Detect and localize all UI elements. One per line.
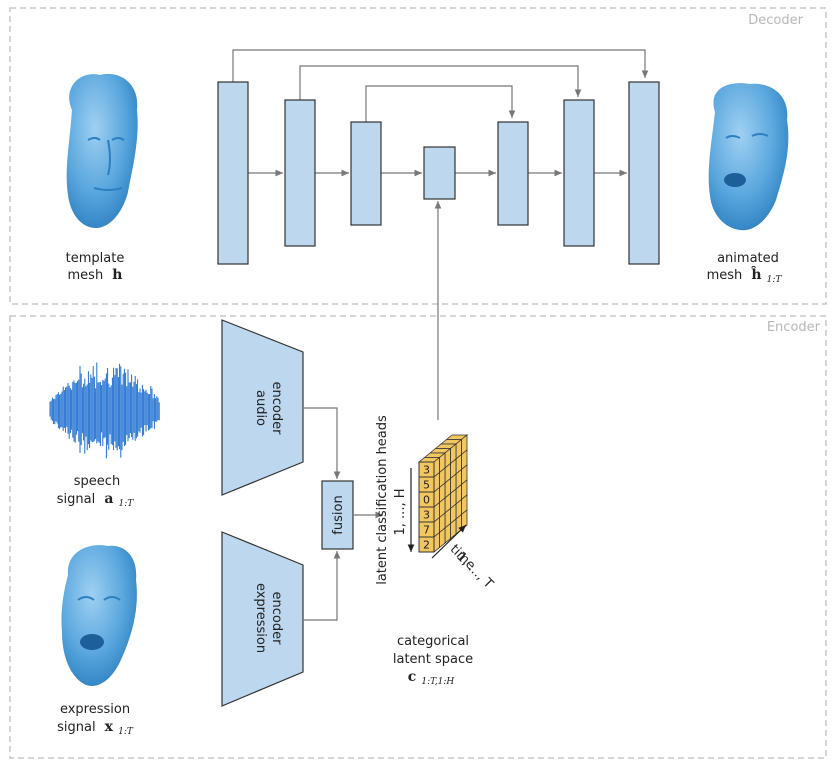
- latent-space-line1: categorical: [397, 634, 469, 649]
- decoder-blocks: [217, 81, 660, 265]
- speech-symbol: a: [104, 491, 113, 507]
- cube-digit: 0: [423, 494, 430, 507]
- decoder-section-label: Decoder: [748, 13, 803, 28]
- fusion-label: fusion: [331, 495, 346, 534]
- cube-digit: 3: [423, 464, 430, 477]
- speech-line1: speech: [74, 474, 120, 489]
- animated-mesh-sub: 1:T: [767, 275, 783, 285]
- speech-waveform-icon: [49, 362, 160, 459]
- template-head-icon: [66, 73, 138, 228]
- expression-encoder-label-line2: encoder: [269, 592, 284, 646]
- decoder-frame: [9, 7, 827, 305]
- expression-line2-row: signal x 1:T: [57, 716, 134, 737]
- time-axis-arrow: [431, 524, 467, 559]
- encoder-section-label: Encoder: [767, 320, 821, 335]
- skip-connections: [232, 49, 649, 122]
- latent-heads-label: latent classification heads: [375, 415, 390, 585]
- animated-mesh-line2: mesh: [707, 268, 743, 283]
- decoder-block-1: [217, 81, 249, 265]
- latent-space-line2: latent space: [393, 652, 473, 667]
- time-range-label: 1, ..., T: [453, 549, 496, 592]
- expression-sub: 1:T: [118, 727, 134, 737]
- animated-mesh-symbol: ĥ: [750, 265, 761, 283]
- speech-line2-row: signal a 1:T: [57, 488, 134, 509]
- speech-sub: 1:T: [118, 499, 134, 509]
- decoder-block-4: [423, 146, 456, 200]
- template-mesh-line1: template: [66, 251, 125, 266]
- animated-mesh-line2-row: mesh ĥ 1:T: [707, 264, 783, 285]
- expression-encoder-label-line1: expression: [253, 583, 268, 653]
- template-mesh-line2-row: mesh h: [68, 264, 123, 283]
- speech-line2: signal: [57, 492, 95, 507]
- decoder-block-2: [284, 99, 316, 247]
- cube-digit: 2: [423, 539, 430, 552]
- expression-line1: expression: [60, 702, 130, 717]
- cube-digit: 7: [423, 524, 430, 537]
- heads-range-label: 1, ..., H: [393, 489, 408, 536]
- audio-encoder-block: [221, 319, 304, 496]
- latent-cube: 3 5 0 3 7 2: [417, 434, 469, 553]
- decoder-block-7: [628, 81, 660, 265]
- encoder-frame: [9, 315, 827, 759]
- expression-encoder-block: [221, 531, 304, 707]
- template-mesh-line2: mesh: [68, 268, 104, 283]
- expression-head-icon: [61, 545, 137, 686]
- decoder-block-3: [350, 121, 382, 226]
- expression-symbol: x: [105, 719, 114, 735]
- latent-space-sub: 1:T,1:H: [421, 677, 454, 687]
- animated-mesh-line1: animated: [717, 251, 779, 266]
- cube-digit: 3: [423, 509, 430, 522]
- cube-front-cell: [418, 536, 435, 553]
- cube-digit: 5: [423, 479, 430, 492]
- latent-space-symbol: c: [408, 669, 417, 685]
- decoder-block-6: [563, 99, 595, 247]
- audio-encoder-label-line2: encoder: [269, 382, 284, 436]
- expression-line2: signal: [57, 720, 95, 735]
- fusion-block: [321, 480, 354, 550]
- template-mesh-symbol: h: [112, 267, 122, 283]
- latent-space-symbol-row: c 1:T,1:H: [408, 666, 455, 687]
- audio-encoder-label-line1: audio: [253, 390, 268, 426]
- animated-head-icon: [708, 83, 789, 231]
- decoder-block-5: [497, 121, 529, 226]
- encoder-flow-arrows: [303, 201, 442, 621]
